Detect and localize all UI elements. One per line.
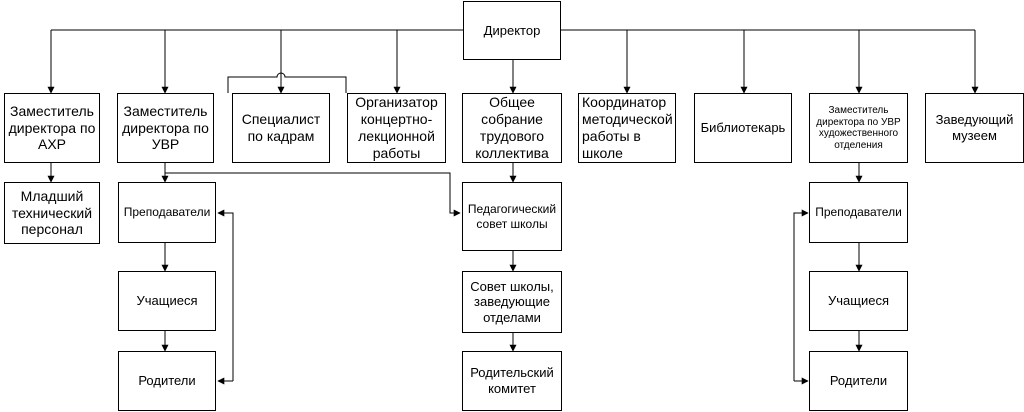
teachers-left-box: Преподаватели xyxy=(118,182,216,243)
school-council-box: Совет школы, заведующие отделами xyxy=(462,271,562,333)
parents-teachers-feedback-left xyxy=(217,209,234,381)
hr-specialist-box: Специалист по кадрам xyxy=(232,93,330,163)
deputy-uvr-box: Заместитель директора по УВР xyxy=(117,93,214,163)
museum-head-box: Заведующий музеем xyxy=(925,93,1024,163)
parents-left-box: Родители xyxy=(118,351,216,411)
junior-staff-box: Младший технический персонал xyxy=(4,182,100,244)
concert-organizer-box: Организатор концертно-лекционной работы xyxy=(347,93,446,163)
deputy-uvr-art-box: Заместитель директора по УВР художествен… xyxy=(809,93,908,163)
director-box: Директор xyxy=(463,1,561,60)
general-meeting-box: Общее собрание трудового коллектива xyxy=(462,93,562,163)
parents-teachers-feedback-right xyxy=(793,209,809,381)
students-right-box: Учащиеся xyxy=(809,271,908,331)
method-coordinator-box: Координатор методической работы в школе xyxy=(578,93,676,163)
librarian-box: Библиотекарь xyxy=(694,93,792,163)
parents-right-box: Родители xyxy=(809,351,908,411)
deputy-ahr-box: Заместитель директора по АХР xyxy=(4,93,100,163)
ped-council-box: Педагогический совет школы xyxy=(462,182,562,251)
teachers-right-box: Преподаватели xyxy=(809,182,908,243)
parent-committee-box: Родительский комитет xyxy=(462,351,562,411)
students-left-box: Учащиеся xyxy=(118,271,216,331)
uvr-to-ped-council-connector xyxy=(165,172,461,217)
uvr-concert-connector xyxy=(227,72,347,93)
